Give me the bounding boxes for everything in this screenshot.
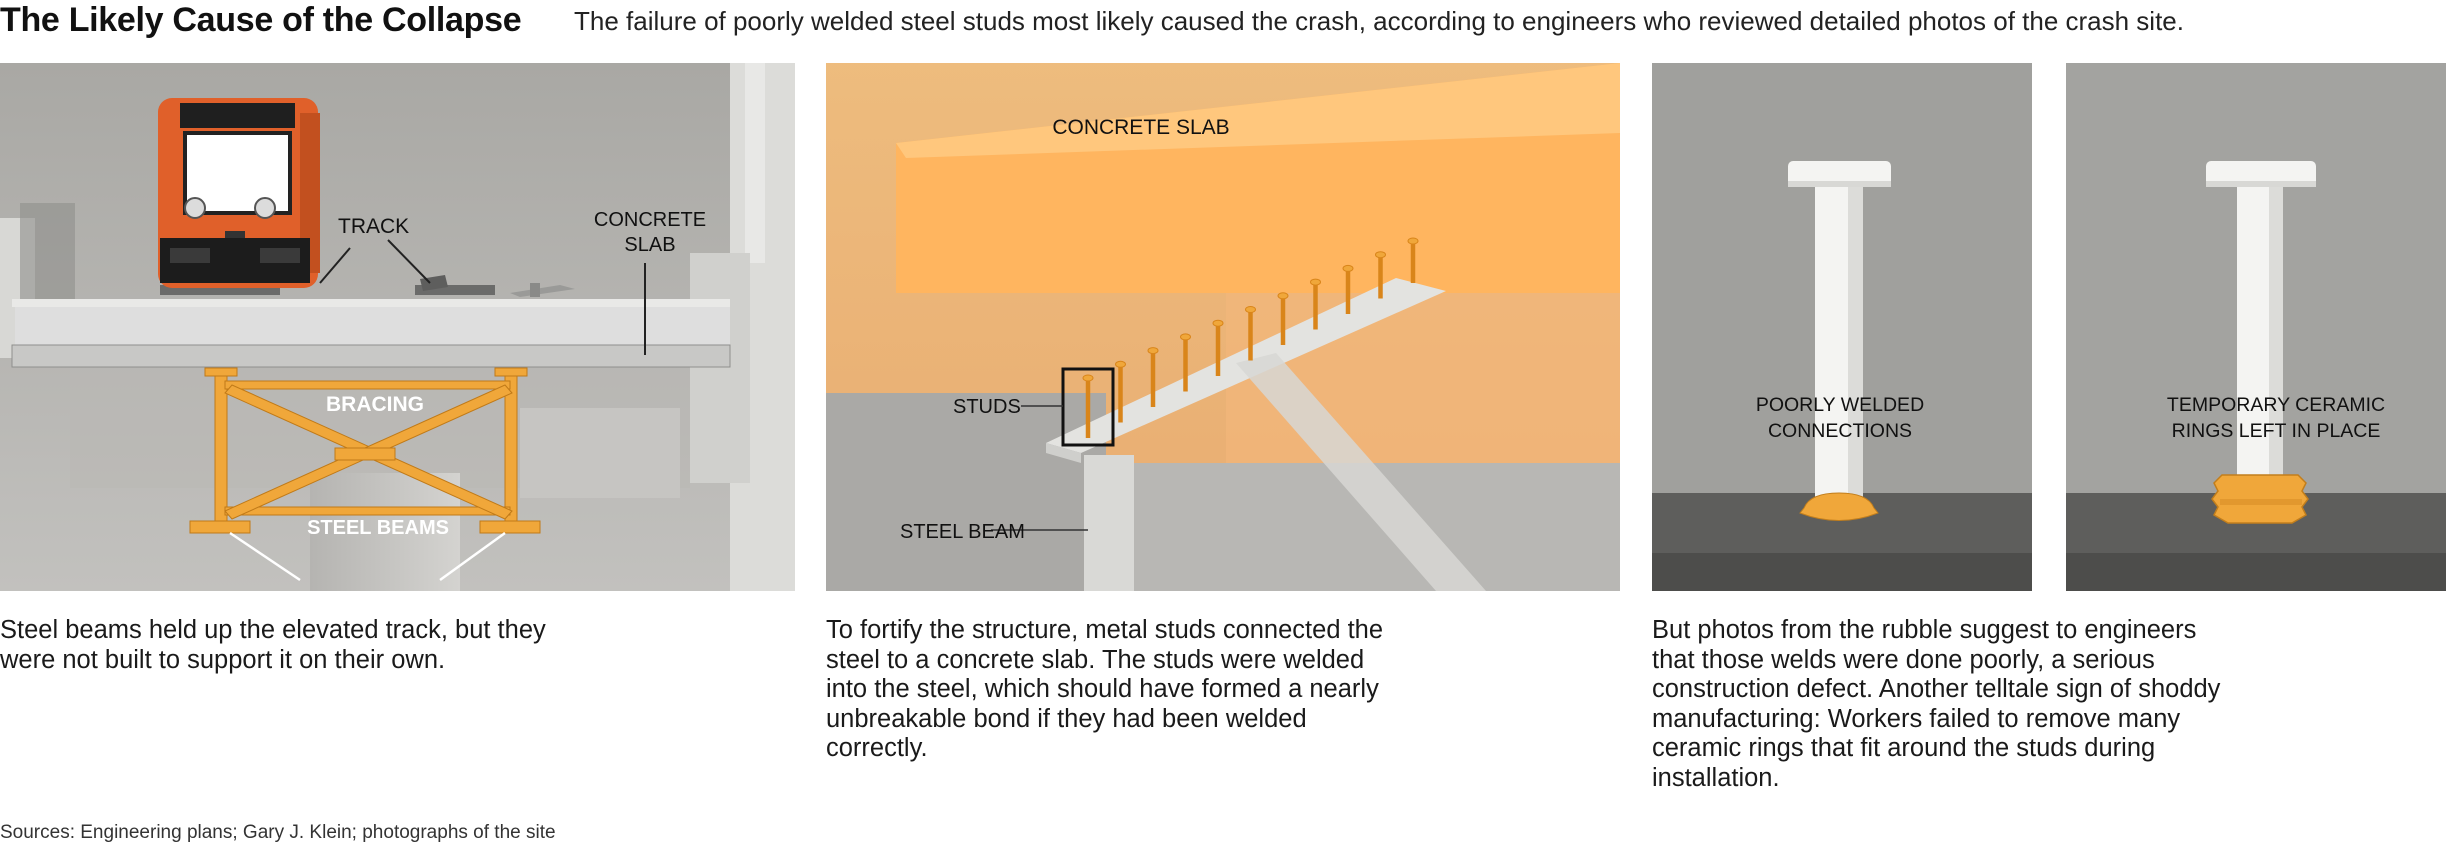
page-title: The Likely Cause of the Collapse [0, 1, 522, 39]
stud-head [1277, 292, 1289, 300]
ceramic-rings-label-line2: RINGS LEFT IN PLACE [2172, 420, 2381, 442]
stud-head [1212, 319, 1224, 327]
stud-head [1180, 333, 1191, 341]
poorly-welded-label-line1: POORLY WELDED [1756, 394, 1924, 416]
track-label: TRACK [338, 215, 409, 238]
concrete-slab-label-line2: SLAB [624, 234, 675, 256]
sources-note: Sources: Engineering plans; Gary J. Klei… [0, 822, 556, 843]
concrete-slab-label: CONCRETE SLAB [1052, 116, 1229, 139]
page-subtitle: The failure of poorly welded steel studs… [574, 6, 2184, 36]
stud-head [1375, 251, 1386, 259]
stud-head [1115, 360, 1126, 368]
concrete-slab-label-line1: CONCRETE [594, 209, 706, 231]
ceramic-ring-stud-illustration: TEMPORARY CERAMIC RINGS LEFT IN PLACE [2066, 63, 2446, 591]
steel-beams-label: STEEL BEAMS [307, 517, 449, 539]
caption-steel-beams: Steel beams held up the elevated track, … [0, 616, 546, 674]
ceramic-rings-label-line1: TEMPORARY CERAMIC [2167, 394, 2385, 416]
stud-head [1342, 264, 1354, 272]
stud-head [1310, 278, 1321, 286]
stud-head [1245, 306, 1256, 313]
studs-label: STUDS [953, 396, 1021, 418]
studs-closeup-illustration: CONCRETE SLAB STUDS STEEL BEAM [826, 63, 1620, 591]
bracing-label: BRACING [326, 393, 424, 416]
poorly-welded-stud-illustration: POORLY WELDED CONNECTIONS [1652, 63, 2032, 591]
poorly-welded-label-line2: CONNECTIONS [1768, 420, 1912, 442]
track-cross-section-illustration: TRACK CONCRETE SLAB BRACING STEEL BEAMS [0, 63, 795, 591]
stud-head [1082, 374, 1094, 382]
caption-studs: To fortify the structure, metal studs co… [826, 616, 1384, 762]
caption-poor-welds: But photos from the rubble suggest to en… [1652, 616, 2221, 792]
steel-beam-label: STEEL BEAM [900, 521, 1025, 543]
stud-head [1407, 237, 1419, 245]
stud-head [1147, 347, 1159, 355]
